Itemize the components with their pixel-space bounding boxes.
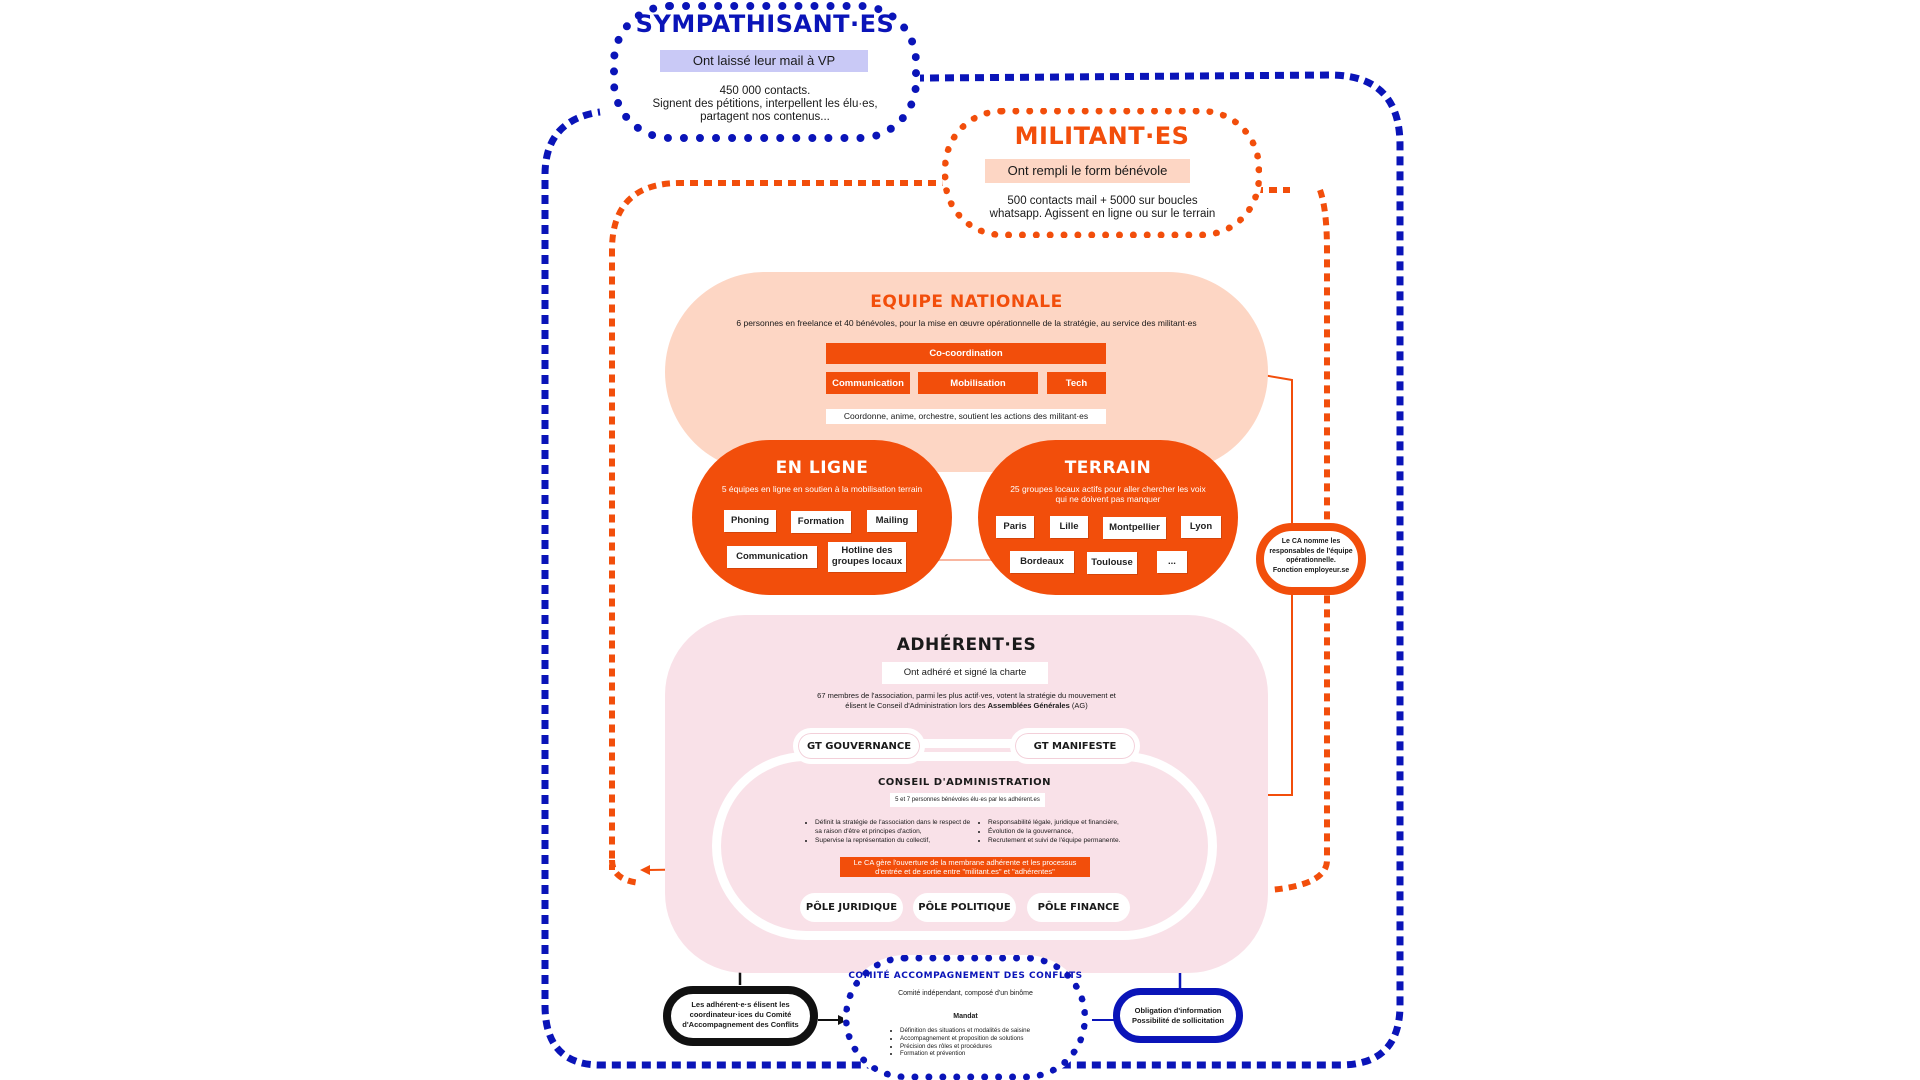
en-ligne-tag-communication: Communication bbox=[727, 546, 817, 568]
terrain-tag-more: ... bbox=[1157, 551, 1187, 573]
adherents-desc: 67 membres de l'association, parmi les p… bbox=[817, 691, 1116, 710]
comite-list: Définition des situations et modalités d… bbox=[890, 1027, 1080, 1058]
en-ligne-tag-formation: Formation bbox=[791, 511, 851, 533]
left-note bbox=[663, 986, 818, 1046]
pole-juridique: PÔLE JURIDIQUE bbox=[800, 893, 903, 922]
pole-politique: PÔLE POLITIQUE bbox=[913, 893, 1016, 922]
sympathisants-title: SYMPATHISANT·ES bbox=[635, 10, 895, 38]
equipe-desc: 6 personnes en freelance et 40 bénévoles… bbox=[736, 318, 1197, 328]
sympathisants-tag: Ont laissé leur mail à VP bbox=[660, 50, 868, 72]
team-communication: Communication bbox=[826, 372, 910, 394]
terrain-tag-montpellier: Montpellier bbox=[1103, 517, 1166, 539]
militants-membrane bbox=[609, 180, 1330, 893]
adherents-tag: Ont adhéré et signé la charte bbox=[882, 662, 1048, 684]
ca-ring bbox=[712, 752, 1217, 940]
en-ligne-tag-phoning: Phoning bbox=[724, 510, 776, 532]
comite-mandat: Mandat bbox=[953, 1013, 978, 1020]
militants-tag: Ont rempli le form bénévole bbox=[985, 159, 1190, 183]
ca-membrane-note: Le CA gère l'ouverture de la membrane ad… bbox=[840, 857, 1090, 877]
sympathisants-bubble bbox=[610, 2, 920, 142]
terrain-tag-lille: Lille bbox=[1050, 516, 1088, 538]
terrain-tag-paris: Paris bbox=[996, 516, 1034, 538]
comite-bubble bbox=[843, 955, 1088, 1080]
en-ligne-tag-hotline: Hotline des groupes locaux bbox=[828, 542, 906, 572]
comite-desc: Comité indépendant, composé d'un binôme bbox=[898, 990, 1033, 997]
terrain-title: TERRAIN bbox=[1064, 458, 1152, 478]
terrain-tag-lyon: Lyon bbox=[1181, 516, 1221, 538]
terrain-tag-bordeaux: Bordeaux bbox=[1010, 551, 1074, 573]
en-ligne-desc: 5 équipes en ligne en soutien à la mobil… bbox=[721, 484, 923, 494]
terrain-desc: 25 groupes locaux actifs pour aller cher… bbox=[1010, 484, 1206, 504]
co-coordination-box: Co-coordination bbox=[826, 343, 1106, 364]
gt-connector bbox=[908, 739, 1026, 748]
equipe-role: Coordonne, anime, orchestre, soutient le… bbox=[826, 409, 1106, 424]
sympathisants-desc: 450 000 contacts.Signent des pétitions, … bbox=[652, 85, 878, 123]
ca-nomme-note bbox=[1256, 523, 1366, 595]
ca-right-list: Responsabilité légale, juridique et fina… bbox=[978, 819, 1168, 846]
gt-manifeste: GT MANIFESTE bbox=[1010, 728, 1140, 764]
ca-tag: 5 et 7 personnes bénévoles élu·es par le… bbox=[890, 793, 1045, 807]
comite-title: COMITÉ ACCOMPAGNEMENT DES CONFLITS bbox=[848, 971, 1083, 981]
ca-title: CONSEIL D'ADMINISTRATION bbox=[877, 777, 1052, 788]
en-ligne-tag-mailing: Mailing bbox=[867, 510, 917, 532]
right-note bbox=[1113, 988, 1243, 1043]
terrain-tag-toulouse: Toulouse bbox=[1087, 552, 1137, 574]
militants-title: MILITANT·ES bbox=[1014, 122, 1190, 150]
team-tech: Tech bbox=[1047, 372, 1106, 394]
adherents-title: ADHÉRENT·ES bbox=[896, 635, 1037, 655]
team-mobilisation: Mobilisation bbox=[918, 372, 1038, 394]
pole-finance: PÔLE FINANCE bbox=[1027, 893, 1130, 922]
equipe-title: EQUIPE NATIONALE bbox=[870, 292, 1063, 312]
sympathisants-membrane bbox=[541, 71, 1404, 1069]
en-ligne-title: EN LIGNE bbox=[775, 458, 869, 478]
gt-gouvernance: GT GOUVERNANCE bbox=[793, 728, 925, 764]
ca-left-list: Définit la stratégie de l'association da… bbox=[805, 819, 977, 846]
